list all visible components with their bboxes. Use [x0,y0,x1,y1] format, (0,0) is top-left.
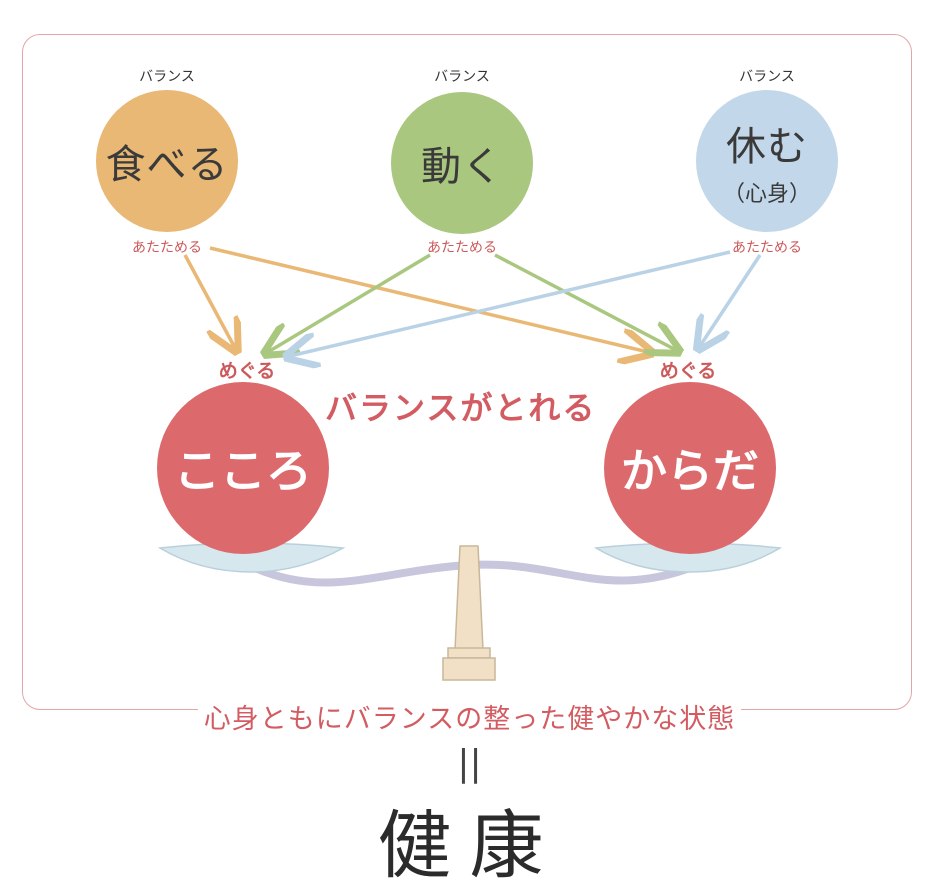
circle-food-label: 食べる [105,142,229,188]
circle-food: 食べる [96,90,238,232]
balance-label-rest: バランス [739,69,795,85]
arrow-move-to-body [494,253,676,350]
arrow-food-to-body [209,246,648,352]
balance-label-move: バランス [434,69,490,85]
arrow-rest-to-mind [290,250,731,356]
balance-label-food: バランス [139,69,195,85]
circle-rest-sub: （心身） [722,182,811,207]
scale-pillar [454,545,484,651]
arrow-food-to-mind [183,254,235,348]
circle-rest: 休む （心身） [696,90,838,232]
equals-sign: || [457,743,482,784]
health-title: 健康 [377,803,562,889]
meguru-label-mind: めぐる [218,360,276,382]
balance-text: バランスがとれる [325,389,597,427]
bottom-caption: 心身ともにバランスの整った健やかな状態 [0,697,939,736]
circle-body-label: からだ [621,444,759,498]
warm-label-move: あたためる [427,240,497,256]
bottom-caption-wrap: 心身ともにバランスの整った健やかな状態 [0,697,939,737]
circle-mind-label: こころ [174,444,312,498]
scale-base-top [447,647,491,659]
meguru-label-body: めぐる [659,360,717,382]
circle-body: からだ [604,382,776,554]
arrow-rest-to-body [700,254,762,346]
circle-rest-label: 休む [726,124,808,170]
circle-move-label: 動く [421,144,503,190]
scale-base [442,657,496,681]
warm-label-food: あたためる [132,240,202,256]
bottom-caption-text: 心身ともにバランスの整った健やかな状態 [197,704,742,735]
circle-mind: こころ [157,382,329,554]
circle-move: 動く [391,92,533,234]
warm-label-rest: あたためる [732,240,802,256]
